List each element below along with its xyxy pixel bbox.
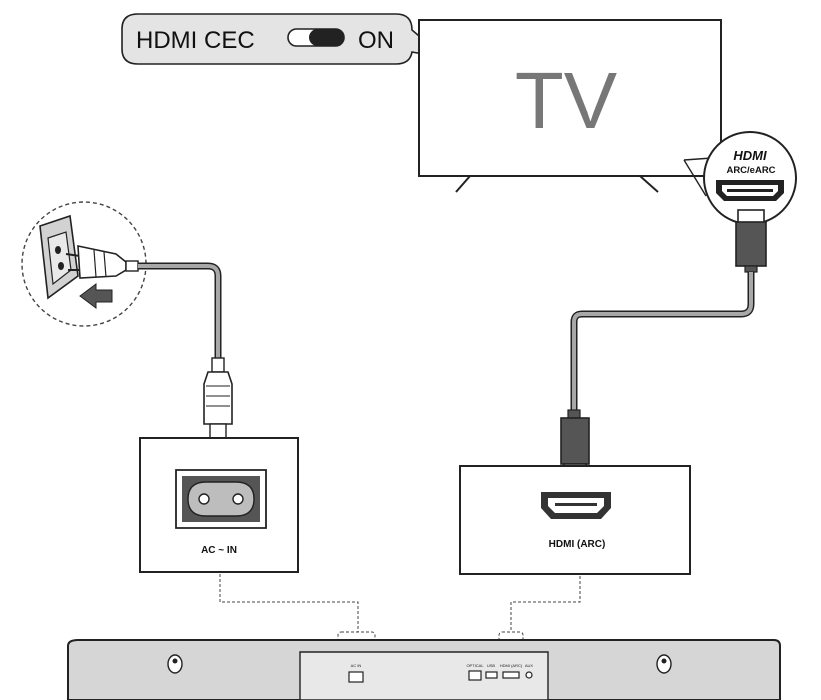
- cec-toggle-icon[interactable]: [287, 28, 345, 47]
- wall-socket-callout: [21, 201, 147, 327]
- bar-usb-port: [485, 671, 498, 679]
- bar-port-label-aux: AUX: [525, 663, 534, 668]
- tv-label: TV: [515, 56, 618, 145]
- push-arrow-icon: [79, 283, 113, 309]
- iec-connector-icon: [175, 469, 267, 529]
- bar-port-label-usb: USB: [487, 663, 496, 668]
- wall-socket-icon: [39, 214, 79, 300]
- tv-right-foot: [639, 175, 659, 193]
- hdmi-logo-text: HDMI: [733, 148, 767, 163]
- tv: TV: [418, 19, 722, 193]
- power-cable: [138, 262, 233, 439]
- soundbar: AC IN OPTICAL USB HDMI (ARC) AUX: [67, 639, 781, 700]
- ac-in-label: AC ~ IN: [201, 545, 237, 556]
- power-plug-icon: [65, 245, 139, 279]
- hdmi-plug-body-bottom: [560, 417, 590, 465]
- mount-hole-icon: [167, 654, 183, 674]
- bar-ac-port: [348, 671, 364, 683]
- bar-port-label-hdmi: HDMI (ARC): [500, 663, 523, 668]
- mount-hole-icon-right: [656, 654, 672, 674]
- hdmi-arc-label: HDMI (ARC): [549, 539, 606, 550]
- iec-plug-icon: [203, 357, 233, 439]
- hdmi-plug-body-top: [735, 221, 767, 267]
- tv-left-foot: [455, 175, 471, 193]
- hdmi-cec-bubble: HDMI CEC ON: [121, 13, 448, 65]
- hdmi-connector-icon: [541, 492, 611, 519]
- hdmi-cable: [560, 209, 767, 479]
- bar-hdmi-port: [502, 671, 520, 679]
- bar-optical-port: [468, 670, 482, 681]
- cec-state-label: ON: [358, 27, 394, 54]
- hdmi-cec-label: HDMI CEC: [136, 27, 255, 54]
- bar-port-label-acin: AC IN: [351, 663, 362, 668]
- hdmi-arc-panel: HDMI (ARC): [459, 465, 691, 575]
- ac-in-panel: AC ~ IN: [139, 437, 299, 573]
- tv-hdmi-port-callout: HDMI ARC/eARC: [683, 131, 797, 225]
- arc-earc-label: ARC/eARC: [726, 165, 775, 176]
- hdmi-port-icon: [716, 180, 784, 201]
- bar-port-label-optical: OPTICAL: [466, 663, 484, 668]
- bar-aux-port: [525, 671, 533, 679]
